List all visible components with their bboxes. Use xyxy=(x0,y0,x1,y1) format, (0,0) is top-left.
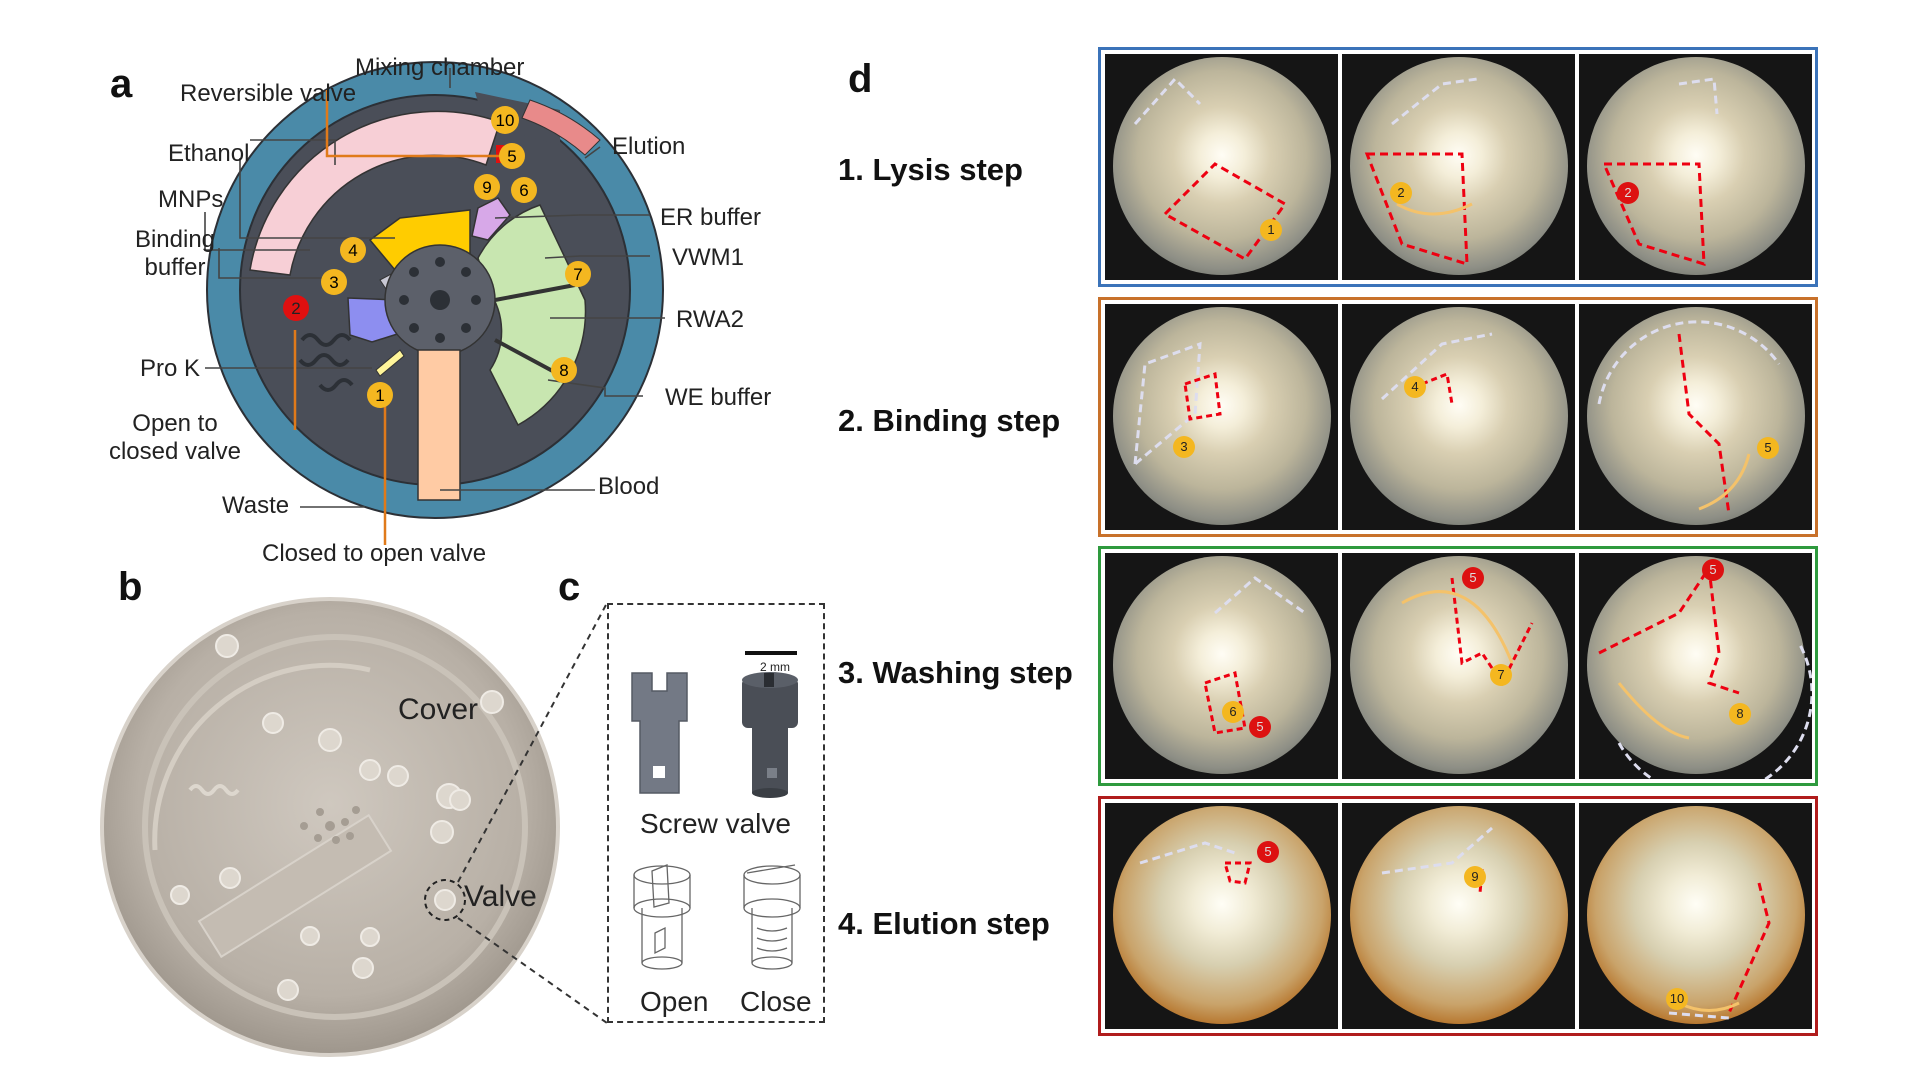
washing-badge-3: 8 xyxy=(1729,703,1751,725)
label-rwa2: RWA2 xyxy=(676,306,745,333)
lysis-photo-3: 2 xyxy=(1579,54,1812,280)
binding-badge-3: 5 xyxy=(1757,437,1779,459)
screw-valve-renderings xyxy=(631,651,801,970)
washing-badge-1b: 5 xyxy=(1249,716,1271,738)
washing-badge-2b: 5 xyxy=(1462,567,1484,589)
label-mixing-chamber: Mixing chamber xyxy=(355,54,525,81)
screw-valve-right xyxy=(742,672,798,798)
panel-letter-b: b xyxy=(118,565,143,609)
elution-photo-2: 9 xyxy=(1342,803,1575,1029)
lysis-photo-1: 1 xyxy=(1105,54,1338,280)
close-valve-drawing xyxy=(743,864,801,970)
panel-letter-a: a xyxy=(110,62,133,106)
svg-text:6: 6 xyxy=(519,181,528,200)
marker-8 xyxy=(551,357,577,383)
prok-slot xyxy=(375,349,405,377)
device-photo xyxy=(100,597,560,1057)
svg-text:2: 2 xyxy=(291,299,300,318)
screw-valve-left xyxy=(631,672,688,794)
washing-photo-3: 5 8 xyxy=(1579,553,1812,779)
marker-10 xyxy=(491,106,519,134)
label-cover: Cover xyxy=(398,693,479,726)
washing-step-frame: 6 5 5 7 5 8 xyxy=(1098,546,1818,786)
label-reversible-valve: Reversible valve xyxy=(180,80,357,107)
label-pro-k: Pro K xyxy=(140,355,201,382)
svg-text:4: 4 xyxy=(348,241,357,260)
svg-text:3: 3 xyxy=(329,273,338,292)
washing-photo-1: 6 5 xyxy=(1105,553,1338,779)
label-ethanol: Ethanol xyxy=(168,140,250,167)
label-mnps: MNPs xyxy=(158,186,224,213)
lysis-photo-2: 2 xyxy=(1342,54,1575,280)
step-label-elution: 4. Elution step xyxy=(838,906,1050,941)
label-we-buffer: WE buffer xyxy=(665,384,772,411)
label-open-to-closed-line2: closed valve xyxy=(108,438,242,465)
elution-badge-2: 9 xyxy=(1464,866,1486,888)
binding-step-frame: 3 4 5 xyxy=(1098,297,1818,537)
label-open-to-closed: Open to closed valve xyxy=(95,410,255,466)
binding-photo-3: 5 xyxy=(1579,304,1812,530)
device-schematic: 1 2 3 4 5 6 7 8 9 10 xyxy=(204,61,665,545)
label-elution: Elution xyxy=(612,133,686,160)
washing-badge-2: 7 xyxy=(1490,664,1512,686)
elution-badge-3: 10 xyxy=(1666,988,1688,1010)
step-label-washing: 3. Washing step xyxy=(838,655,1073,690)
label-open: Open xyxy=(640,986,709,1017)
panel-letter-c: c xyxy=(558,565,581,609)
label-close: Close xyxy=(740,986,812,1017)
lysis-badge-2: 2 xyxy=(1390,182,1412,204)
elution-photo-3: 10 xyxy=(1579,803,1812,1029)
lysis-badge-1: 1 xyxy=(1260,219,1282,241)
label-binding-buffer: Binding buffer xyxy=(125,226,225,282)
blood-chamber xyxy=(417,349,461,501)
washing-badge-3b: 5 xyxy=(1702,559,1724,581)
valve-highlight xyxy=(424,879,466,921)
step-label-lysis: 1. Lysis step xyxy=(838,152,1023,187)
elution-photo-1: 5 xyxy=(1105,803,1338,1029)
svg-text:8: 8 xyxy=(559,361,568,380)
elution-badge-1: 5 xyxy=(1257,841,1279,863)
label-valve: Valve xyxy=(464,880,537,913)
svg-text:5: 5 xyxy=(507,147,516,166)
marker-7 xyxy=(565,261,591,287)
marker-3 xyxy=(321,269,347,295)
marker-2 xyxy=(283,295,309,321)
open-valve-drawing xyxy=(633,864,691,970)
lysis-badge-3: 2 xyxy=(1617,182,1639,204)
label-binding-line1: Binding xyxy=(134,226,216,253)
washing-photo-2: 5 7 xyxy=(1342,553,1575,779)
serpentine-channel xyxy=(298,333,354,392)
marker-1 xyxy=(367,382,393,408)
binding-photo-2: 4 xyxy=(1342,304,1575,530)
elution-chamber xyxy=(521,99,601,156)
marker-5 xyxy=(499,143,525,169)
label-binding-line2: buffer xyxy=(144,254,206,281)
label-blood: Blood xyxy=(598,473,660,500)
panel-letter-d: d xyxy=(848,57,873,101)
svg-text:9: 9 xyxy=(482,178,491,197)
marker-9 xyxy=(474,174,500,200)
label-closed-to-open: Closed to open valve xyxy=(262,540,487,567)
label-screw-valve: Screw valve xyxy=(640,808,791,839)
label-waste: Waste xyxy=(222,492,290,519)
label-scale-2mm: 2 mm xyxy=(760,660,790,674)
binding-badge-1: 3 xyxy=(1173,436,1195,458)
binding-badge-2: 4 xyxy=(1404,376,1426,398)
svg-text:1: 1 xyxy=(375,386,384,405)
elution-step-frame: 5 9 10 xyxy=(1098,796,1818,1036)
step-label-binding: 2. Binding step xyxy=(838,403,1061,438)
label-open-to-closed-line1: Open to xyxy=(132,410,218,437)
svg-text:10: 10 xyxy=(496,111,515,130)
washing-badge-1: 6 xyxy=(1222,701,1244,723)
label-er-buffer: ER buffer xyxy=(660,204,761,231)
binding-photo-1: 3 xyxy=(1105,304,1338,530)
er-buffer-chamber xyxy=(471,197,511,241)
label-vwm1: VWM1 xyxy=(672,244,744,271)
marker-6 xyxy=(511,177,537,203)
svg-text:7: 7 xyxy=(573,265,582,284)
lysis-step-frame: 1 2 2 xyxy=(1098,47,1818,287)
valve-detail-box xyxy=(607,603,825,1023)
marker-4 xyxy=(340,237,366,263)
